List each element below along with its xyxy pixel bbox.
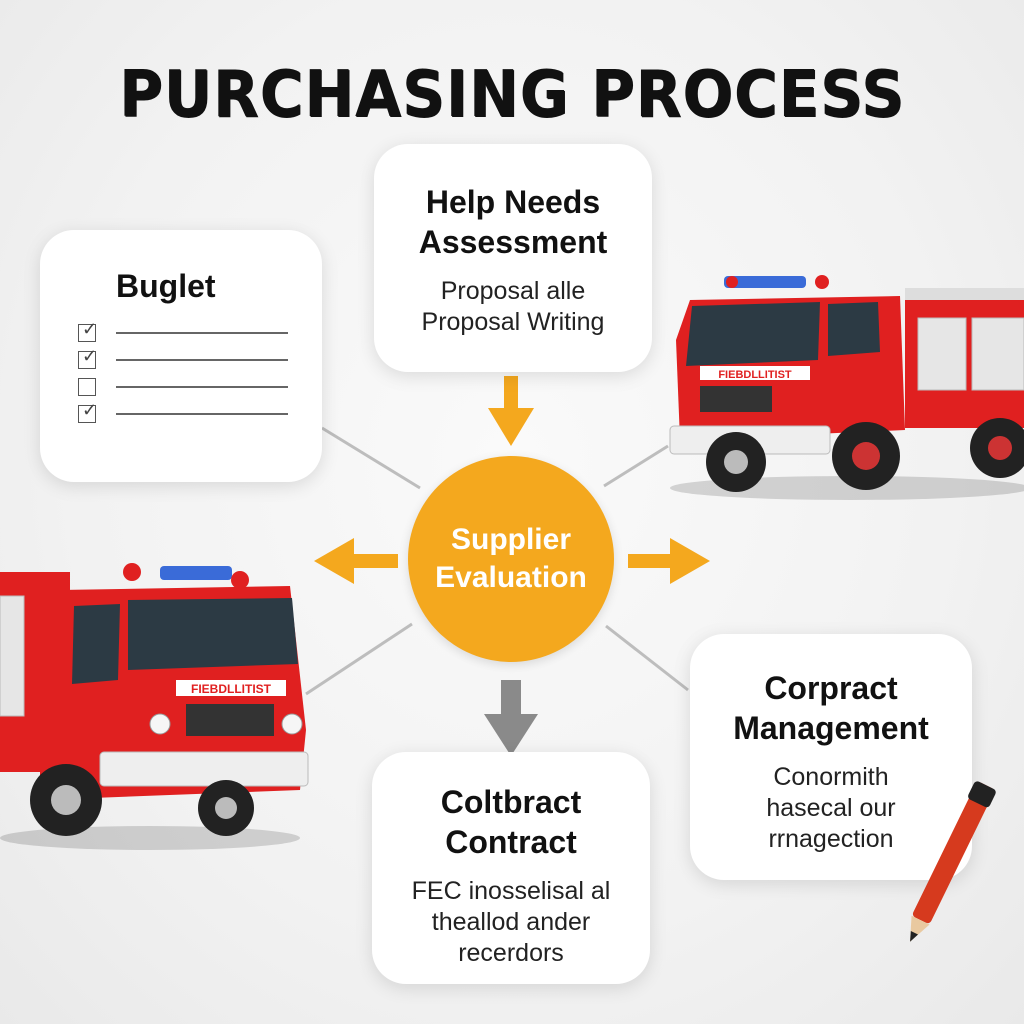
checkbox-icon [78, 378, 96, 396]
supplier-evaluation-hub: Supplier Evaluation [408, 456, 614, 662]
management-body: Conormith hasecal our rrnagection [690, 762, 972, 855]
needs-body: Proposal alle Proposal Writing [374, 276, 652, 338]
needs-heading-line1: Help Needs [425, 184, 601, 220]
management-heading-line2: Management [733, 710, 929, 746]
arrow-down-orange [488, 376, 534, 446]
contract-body-line2: theallod ander [431, 908, 591, 936]
checkbox-icon: ✓ [78, 319, 97, 342]
connector-truck-left [305, 622, 413, 696]
budget-heading: Buglet [116, 268, 216, 304]
budget-card: Buglet ✓ ✓ ✓ [40, 230, 322, 482]
page-title: PURCHASING PROCESS [119, 58, 905, 132]
management-heading: Corpract Management [690, 668, 972, 748]
contract-card: Coltbract Contract FEC inosselisal al th… [372, 752, 650, 984]
hub-line2: Evaluation [435, 561, 587, 594]
contract-body-line3: recerdors [458, 939, 564, 967]
checklist-line [116, 359, 288, 361]
needs-assessment-card: Help Needs Assessment Proposal alle Prop… [374, 144, 652, 372]
checklist-row: ✓ [78, 319, 288, 346]
budget-checklist: ✓ ✓ ✓ [78, 319, 288, 428]
checklist-line [116, 413, 288, 415]
connector-management [605, 624, 689, 692]
arrow-right-orange [628, 538, 710, 584]
contract-heading-line2: Contract [445, 824, 577, 860]
checklist-line [116, 386, 288, 388]
checklist-row: ✓ [78, 400, 288, 427]
checkbox-icon: ✓ [78, 400, 97, 423]
arrow-left-orange [314, 538, 398, 584]
management-heading-line1: Corpract [764, 670, 898, 706]
checklist-row: ✓ [78, 346, 288, 373]
management-body-line1: Conormith [773, 763, 889, 791]
needs-heading-line2: Assessment [418, 224, 608, 260]
needs-body-line2: Proposal Writing [421, 308, 605, 336]
checklist-row [78, 374, 288, 400]
contract-body-line1: FEC inosselisal al [411, 877, 611, 905]
hub-line1: Supplier [450, 523, 571, 556]
needs-heading: Help Needs Assessment [374, 182, 652, 262]
checkmark-icon: ✓ [82, 400, 98, 420]
contract-management-card: Corpract Management Conormith hasecal ou… [690, 634, 972, 880]
checkmark-icon: ✓ [82, 346, 98, 366]
contract-heading-line1: Coltbract [440, 784, 582, 820]
contract-body: FEC inosselisal al theallod ander recerd… [372, 876, 650, 969]
checkbox-icon: ✓ [78, 346, 97, 369]
contract-heading: Coltbract Contract [372, 782, 650, 862]
checkmark-icon: ✓ [82, 319, 98, 339]
management-body-line3: rrnagection [768, 825, 894, 853]
needs-body-line1: Proposal alle [440, 277, 586, 305]
connector-budget [321, 426, 421, 490]
arrow-down-gray [484, 680, 538, 756]
connector-truck-top [603, 444, 669, 488]
management-body-line2: hasecal our [766, 794, 896, 822]
checklist-line [116, 332, 288, 334]
